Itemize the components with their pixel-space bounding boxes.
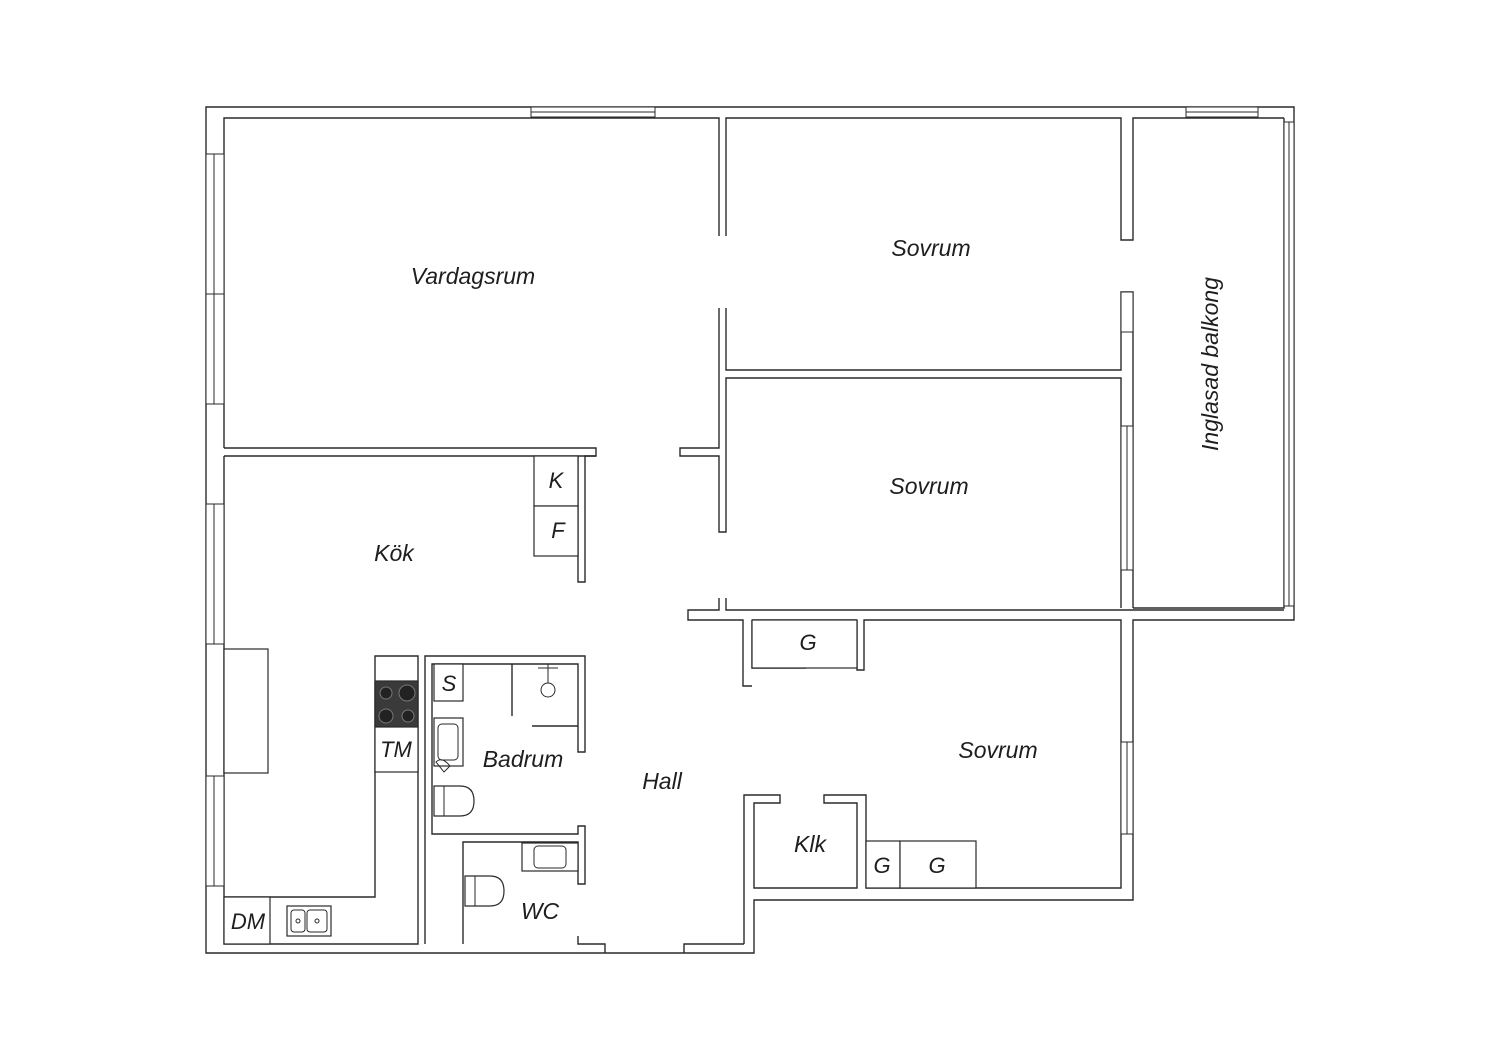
dishwasher (223, 896, 271, 945)
wall-wc-bottom (577, 936, 606, 953)
fixture-label-g-small: G (873, 853, 890, 878)
fixture-label-g-hall: G (799, 630, 816, 655)
burner-icon (401, 709, 415, 723)
radiator (223, 648, 269, 774)
closet-large (899, 840, 977, 889)
wall-sovrum-2-bottom (687, 598, 752, 687)
window (205, 503, 225, 645)
dryer-cabinet (374, 726, 419, 773)
room-label-wc: WC (521, 898, 560, 924)
burner-icon (398, 684, 416, 702)
burner-icon (378, 708, 394, 724)
wc-sink (521, 842, 579, 872)
room-label-hall: Hall (642, 768, 683, 794)
room-label-sovrum-2: Sovrum (889, 473, 968, 499)
fixture-label-g-large: G (928, 853, 945, 878)
toilet-icon (433, 785, 475, 817)
wall-hall-bottom (683, 943, 744, 953)
burner-icon (379, 686, 393, 700)
fixture-label-tm: TM (380, 737, 412, 762)
wall-sovrum-1 (725, 117, 1284, 241)
wall-vardagsrum-kok (224, 447, 597, 457)
room-label-sovrum-3: Sovrum (958, 737, 1037, 763)
window (205, 153, 225, 405)
room-label-klk: Klk (794, 831, 827, 857)
fridge-cabinet (533, 455, 579, 507)
wall-sovrum-3 (743, 619, 1122, 944)
toilet-icon (464, 875, 505, 907)
wall-kok-right (577, 455, 596, 583)
fixture-label-s: S (442, 671, 457, 696)
fixture-label-f: F (551, 518, 566, 543)
bidet-shower-icon (435, 759, 451, 773)
room-label-badrum: Badrum (483, 746, 564, 772)
room-label-sovrum-1: Sovrum (891, 235, 970, 261)
storage-cabinet (433, 663, 464, 702)
shower-drain-icon (540, 682, 556, 698)
wall-stub-mid (679, 308, 1122, 608)
kitchen-sink (286, 905, 332, 937)
fixture-label-dm: DM (231, 909, 266, 934)
wall-sovrum-2-line (725, 598, 1284, 611)
window (205, 775, 225, 887)
room-label-balkong: Inglasad balkong (1197, 277, 1223, 451)
room-label-vardagsrum: Vardagsrum (411, 263, 535, 289)
freezer-cabinet (533, 505, 579, 557)
room-label-kok: Kök (374, 540, 415, 566)
fixture-label-k: K (549, 468, 565, 493)
wall-sovrum-1-bottom (725, 291, 1134, 608)
hall-closet (751, 619, 858, 669)
window (1120, 291, 1134, 333)
